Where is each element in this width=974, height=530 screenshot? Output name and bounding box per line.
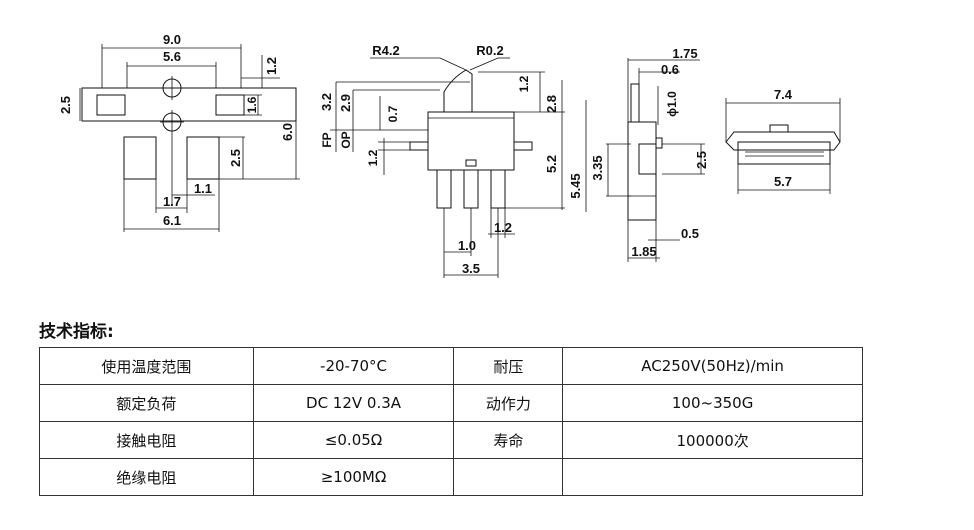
- spec-label: 额定负荷: [39, 384, 254, 422]
- technical-drawing: 9.0 5.6 2.5 1.2 1.6 6.0 2.: [58, 32, 841, 278]
- dim-label: 2.9: [338, 94, 353, 112]
- spec-label: [453, 458, 564, 496]
- dim-label: 3.2: [319, 93, 334, 111]
- spec-value: ≥100MΩ: [252, 458, 455, 496]
- dim-label: 0.6: [661, 62, 679, 77]
- dim-label: 1.85: [631, 244, 656, 259]
- dim-label: ϕ1.0: [665, 91, 679, 117]
- section-title: 技术指标:: [39, 322, 114, 342]
- spec-label: 绝缘电阻: [39, 458, 254, 496]
- side-view: R4.2 R0.2 3.2 2.9 FP OP 0.7 1.2 1.2: [319, 43, 587, 278]
- dim-label: R4.2: [372, 43, 399, 58]
- dim-label: 9.0: [163, 32, 181, 47]
- front-view: 9.0 5.6 2.5 1.2 1.6 6.0 2.: [58, 32, 300, 232]
- spec-label: 耐压: [453, 347, 564, 385]
- op-label: OP: [339, 131, 353, 148]
- dim-label: 6.0: [280, 123, 295, 141]
- dim-label: 1.2: [366, 149, 380, 166]
- end-view: 1.75 0.6 ϕ1.0 3.35 2.5 0.5 1.85: [590, 46, 709, 262]
- dim-label: 1.1: [194, 181, 212, 196]
- dim-label: 1.0: [458, 238, 476, 253]
- dim-label: 1.6: [245, 96, 259, 113]
- dim-label: 2.5: [58, 96, 73, 114]
- dim-label: 2.8: [544, 95, 559, 113]
- dim-label: 1.7: [163, 194, 181, 209]
- dim-label: R0.2: [476, 43, 503, 58]
- spec-table: 使用温度范围 -20-70°C 耐压 AC250V(50Hz)/min 额定负荷…: [39, 347, 863, 496]
- dim-label: 3.35: [590, 155, 605, 180]
- dim-label: 6.1: [163, 213, 181, 228]
- spec-value: DC 12V 0.3A: [252, 384, 455, 422]
- dim-label: 1.2: [517, 75, 531, 92]
- spec-value: [562, 458, 863, 496]
- fp-label: FP: [320, 132, 334, 147]
- spec-value: 100~350G: [562, 384, 863, 422]
- dim-label: 7.4: [774, 87, 793, 102]
- spec-value: 100000次: [562, 421, 863, 459]
- dim-label: 1.75: [672, 46, 697, 61]
- dim-label: 2.5: [694, 151, 709, 169]
- dim-label: 5.45: [568, 173, 583, 198]
- dim-label: 5.2: [544, 155, 559, 173]
- dim-label: 2.5: [228, 149, 243, 167]
- dim-label: 5.6: [163, 49, 181, 64]
- spec-label: 使用温度范围: [39, 347, 254, 385]
- spec-label: 动作力: [453, 384, 564, 422]
- dim-label: 5.7: [774, 174, 792, 189]
- dim-label: 3.5: [462, 261, 480, 276]
- spec-value: AC250V(50Hz)/min: [562, 347, 863, 385]
- spec-value: ≤0.05Ω: [252, 421, 455, 459]
- dim-label: 0.5: [681, 226, 699, 241]
- table-row: 绝缘电阻 ≥100MΩ: [39, 458, 863, 496]
- spec-label: 寿命: [453, 421, 564, 459]
- table-row: 使用温度范围 -20-70°C 耐压 AC250V(50Hz)/min: [39, 347, 863, 385]
- dim-label: 0.7: [386, 105, 400, 122]
- table-row: 额定负荷 DC 12V 0.3A 动作力 100~350G: [39, 384, 863, 422]
- table-row: 接触电阻 ≤0.05Ω 寿命 100000次: [39, 421, 863, 459]
- dim-label: 1.2: [264, 57, 279, 75]
- spec-label: 接触电阻: [39, 421, 254, 459]
- top-view: 7.4 5.7: [725, 87, 841, 194]
- dim-label: 1.2: [494, 220, 512, 235]
- spec-value: -20-70°C: [252, 347, 455, 385]
